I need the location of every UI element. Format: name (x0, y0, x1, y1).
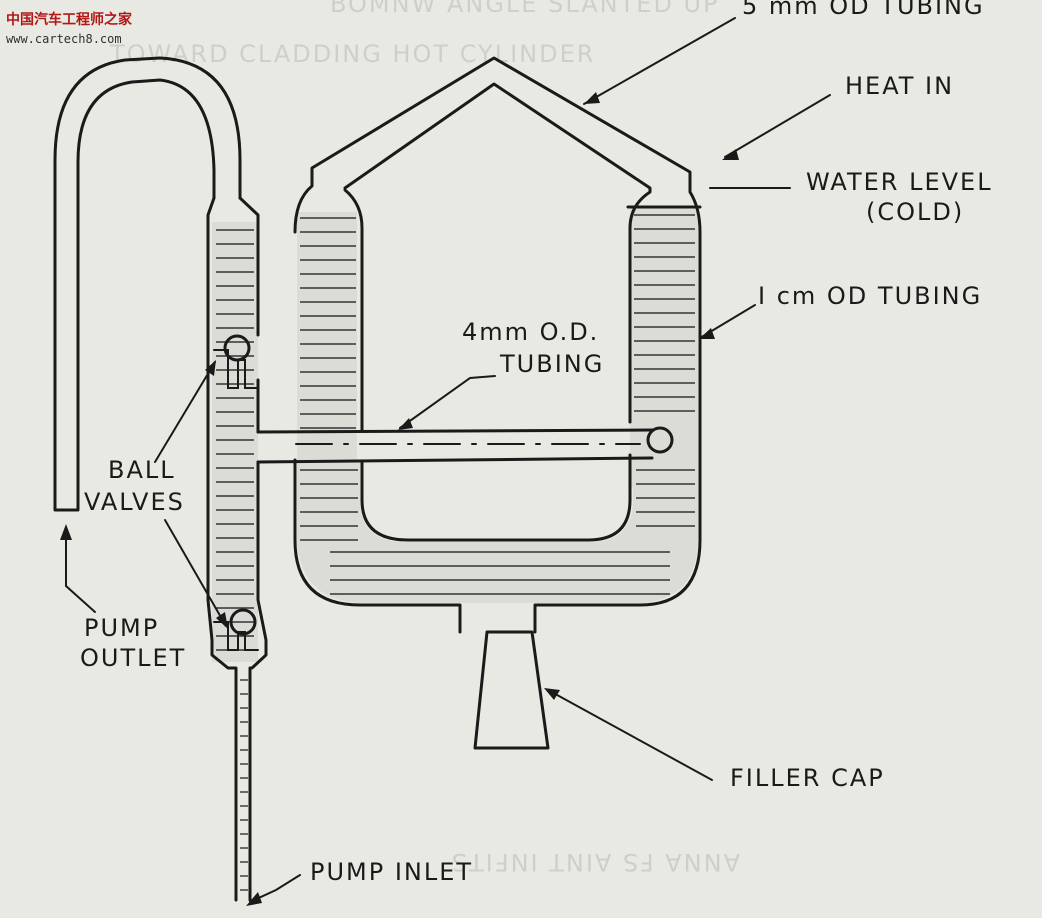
watermark: 中国汽车工程师之家 www.cartech8.com (6, 11, 133, 46)
water-hatching (216, 214, 695, 891)
label-heat-in: HEAT IN (845, 72, 954, 100)
label-pump-outlet: PUMP (84, 614, 159, 642)
arrowhead (205, 360, 216, 376)
arrowhead (544, 688, 560, 700)
left-leg-water (297, 212, 357, 460)
label-filler-cap: FILLER CAP (730, 764, 885, 792)
arrow-lower-valve (164, 519, 227, 627)
arrowhead (246, 892, 262, 906)
water-fill (212, 207, 698, 662)
right-leg-water (630, 207, 698, 487)
arrow-upper-valve (154, 361, 216, 463)
filler-cap (473, 630, 550, 750)
boiler-outer-wall (293, 56, 702, 634)
label-4mm-tubing: 4mm O.D. (462, 318, 599, 346)
watermark-url: www.cartech8.com (6, 32, 122, 46)
arrowhead (584, 92, 600, 104)
label-water-level: WATER LEVEL (806, 168, 993, 196)
arrowhead (722, 149, 739, 160)
label-1cm-tubing: I cm OD TUBING (758, 282, 982, 310)
watermark-text: 中国汽车工程师之家 (6, 11, 133, 28)
label-ball-valves-line2: VALVES (84, 488, 185, 516)
arrow-pump-outlet (65, 527, 96, 613)
label-4mm-tubing-line2: TUBING (499, 350, 604, 378)
label-pump-inlet: PUMP INLET (310, 858, 473, 886)
arrow-filler-cap (547, 689, 713, 781)
tubing-4mm (256, 428, 654, 464)
arrow-5mm-tubing (583, 17, 736, 105)
arrowhead (398, 418, 413, 430)
leader-arrows (60, 17, 831, 906)
tubing-end-ball (646, 426, 674, 454)
lower-valve-seat (213, 621, 259, 651)
pump-column (206, 196, 268, 902)
labels: 5 mm OD TUBING HEAT IN WATER LEVEL (COLD… (80, 0, 993, 886)
label-ball-valves: BALL (108, 456, 176, 484)
arrow-heat-in (724, 94, 831, 158)
boiler-inner-hood (343, 82, 652, 432)
bleed-through-line: TOWARD CLADDING HOT CYLINDER (109, 40, 595, 68)
label-pump-outlet-line2: OUTLET (80, 644, 186, 672)
upper-ball-valve (223, 334, 251, 362)
bleed-through-line: ANNA FS AINT INFITS (450, 848, 740, 876)
arrow-4mm-tubing (399, 375, 496, 429)
arrowhead (216, 612, 228, 629)
lower-ball-valve (229, 608, 257, 636)
label-water-level-cold: (COLD) (866, 198, 964, 226)
arrowhead (60, 524, 72, 540)
boiler-bottom-water (297, 460, 698, 603)
bleed-through-line: BOMNW ANGLE SLANTED UP (330, 0, 720, 18)
u-tube-outlet (53, 56, 242, 512)
label-5mm-tubing: 5 mm OD TUBING (742, 0, 985, 20)
pump-column-water (212, 222, 258, 662)
boiler-inner-chamber (360, 453, 632, 542)
arrowhead (699, 328, 715, 339)
